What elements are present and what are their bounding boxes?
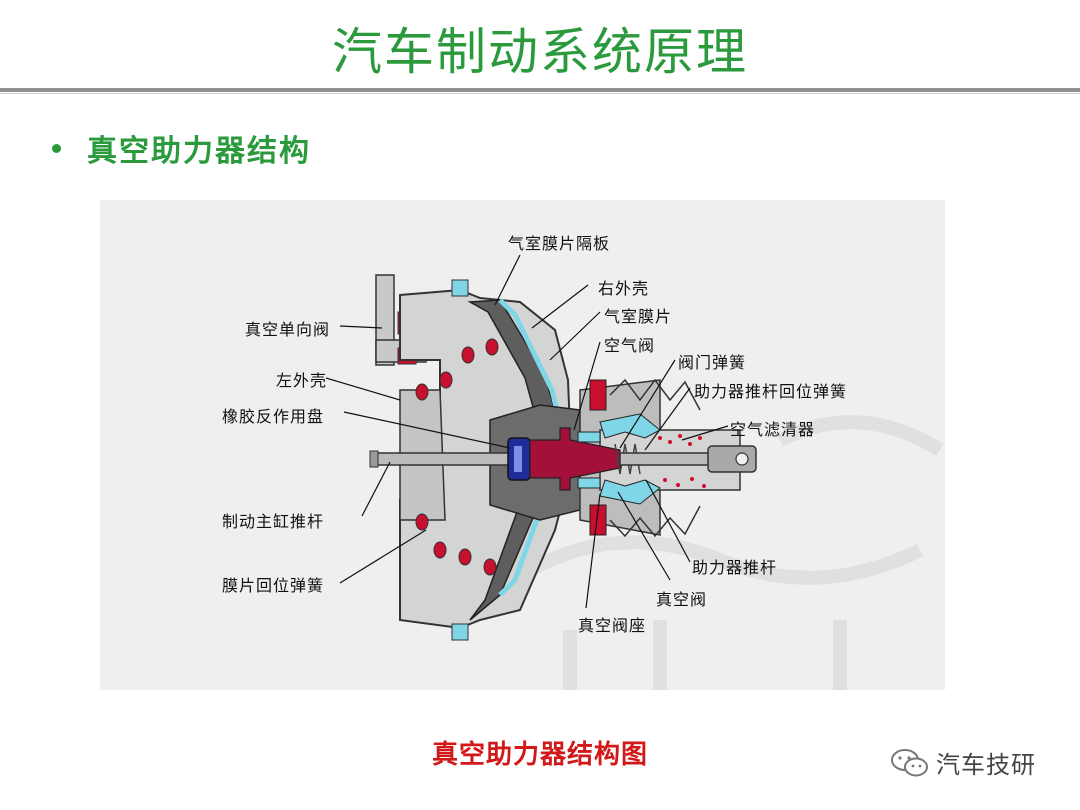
label-air-valve: 空气阀 (604, 336, 656, 355)
watermark: 汽车技研 (890, 745, 1036, 780)
master-cylinder-pushrod (369, 450, 513, 468)
dust-boot-bellows (609, 378, 701, 538)
label-rubber-reaction-disc: 橡胶反作用盘 (222, 407, 325, 426)
wechat-icon (891, 748, 928, 776)
slide-title: 汽车制动系统原理 (332, 23, 748, 81)
label-master-cylinder-pushrod: 制动主缸推杆 (222, 512, 325, 531)
watermark-text: 汽车技研 (936, 751, 1036, 779)
label-diaphragm: 气室膜片 (604, 307, 673, 326)
leader-lines (325, 254, 729, 609)
mounting-holes (415, 338, 499, 576)
booster-cross-section (325, 254, 944, 690)
background-watermark (526, 415, 944, 690)
title-divider (0, 88, 1080, 92)
bullet-dot-icon (52, 143, 61, 153)
label-vacuum-check-valve: 真空单向阀 (245, 320, 331, 339)
right-shell-seals (589, 379, 607, 536)
label-left-shell: 左外壳 (276, 371, 328, 390)
label-vacuum-valve-seat: 真空阀座 (578, 616, 647, 635)
air-valve-plunger (529, 427, 621, 491)
label-right-shell: 右外壳 (598, 279, 650, 298)
title-divider-shadow (0, 93, 1080, 94)
figure-caption: 真空助力器结构图 (431, 740, 648, 770)
bullet-item: 真空助力器结构 (52, 126, 311, 170)
label-vacuum-valve: 真空阀 (656, 590, 708, 609)
label-pushrod-return-spring: 助力器推杆回位弹簧 (694, 382, 848, 401)
label-booster-pushrod: 助力器推杆 (692, 558, 778, 577)
bullet-heading: 真空助力器结构 (87, 134, 311, 169)
vacuum-booster-diagram: 气室膜片隔板 右外壳 气室膜片 空气阀 阀门弹簧 助力器推杆回位弹簧 空气滤清器… (100, 200, 945, 690)
rubber-reaction-disc (507, 437, 531, 481)
poppet-valve (599, 413, 661, 505)
air-filter (658, 434, 706, 488)
booster-pushrod (619, 445, 757, 473)
label-air-filter: 空气滤清器 (730, 420, 816, 439)
label-diaphragm-partition: 气室膜片隔板 (508, 234, 611, 253)
label-valve-spring: 阀门弹簧 (678, 353, 747, 372)
label-diaphragm-return-spring: 膜片回位弹簧 (222, 576, 325, 595)
